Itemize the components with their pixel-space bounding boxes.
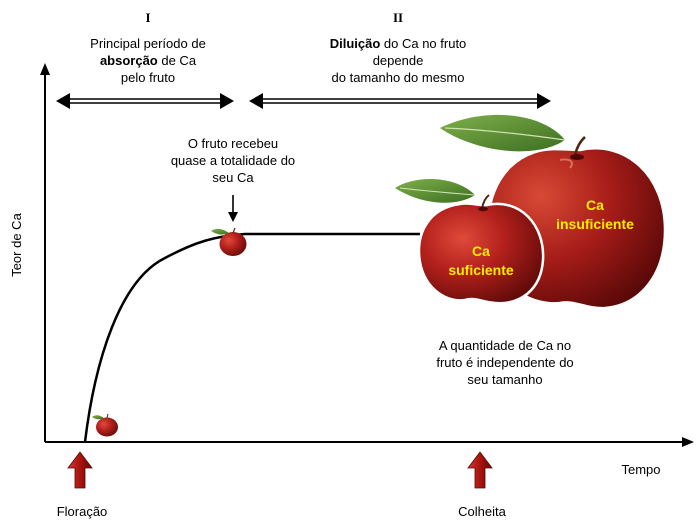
tiny-apple-icon xyxy=(92,413,118,437)
note-fruit-received-line3: seu Ca xyxy=(212,170,254,185)
note-quantity-line1: A quantidade de Ca no xyxy=(439,338,571,353)
period-i-line2: absorção de Ca xyxy=(100,53,197,68)
period-i-double-arrow xyxy=(56,93,234,109)
note-fruit-received-line2: quase a totalidade do xyxy=(171,153,295,168)
period-ii-numeral: II xyxy=(393,10,403,25)
medium-apple-label-line1: Ca xyxy=(472,243,490,259)
y-axis-arrowhead xyxy=(40,63,50,75)
period-ii-double-arrow xyxy=(249,93,551,109)
period-ii-line3: do tamanho do mesmo xyxy=(332,70,465,85)
note-fruit-received-line1: O fruto recebeu xyxy=(188,136,278,151)
harvest-arrow-icon xyxy=(467,451,493,489)
note-quantity-line3: seu tamanho xyxy=(467,372,542,387)
down-arrow-icon xyxy=(228,195,238,222)
period-i-line3: pelo fruto xyxy=(121,70,175,85)
harvest-label: Colheita xyxy=(458,504,506,519)
y-axis-label: Teor de Ca xyxy=(9,212,24,276)
period-ii-line2: depende xyxy=(373,53,424,68)
flowering-arrow-icon xyxy=(67,451,93,489)
x-axis-arrowhead xyxy=(682,437,694,447)
curve-apple-icon xyxy=(211,227,247,256)
period-i-line1: Principal período de xyxy=(90,36,206,51)
flowering-label: Floração xyxy=(57,504,108,519)
axes xyxy=(40,63,694,447)
note-quantity-line2: fruto é independente do xyxy=(436,355,573,370)
large-apple-label-line2: insuficiente xyxy=(556,216,634,232)
period-i-numeral: I xyxy=(145,10,150,25)
period-ii-line1: Diluição do Ca no fruto xyxy=(330,36,467,51)
calcium-curve xyxy=(83,232,420,443)
x-axis-label: Tempo xyxy=(621,462,660,477)
medium-apple-label-line2: suficiente xyxy=(448,262,514,278)
large-apple-label-line1: Ca xyxy=(586,197,604,213)
medium-apple-icon xyxy=(395,178,545,305)
